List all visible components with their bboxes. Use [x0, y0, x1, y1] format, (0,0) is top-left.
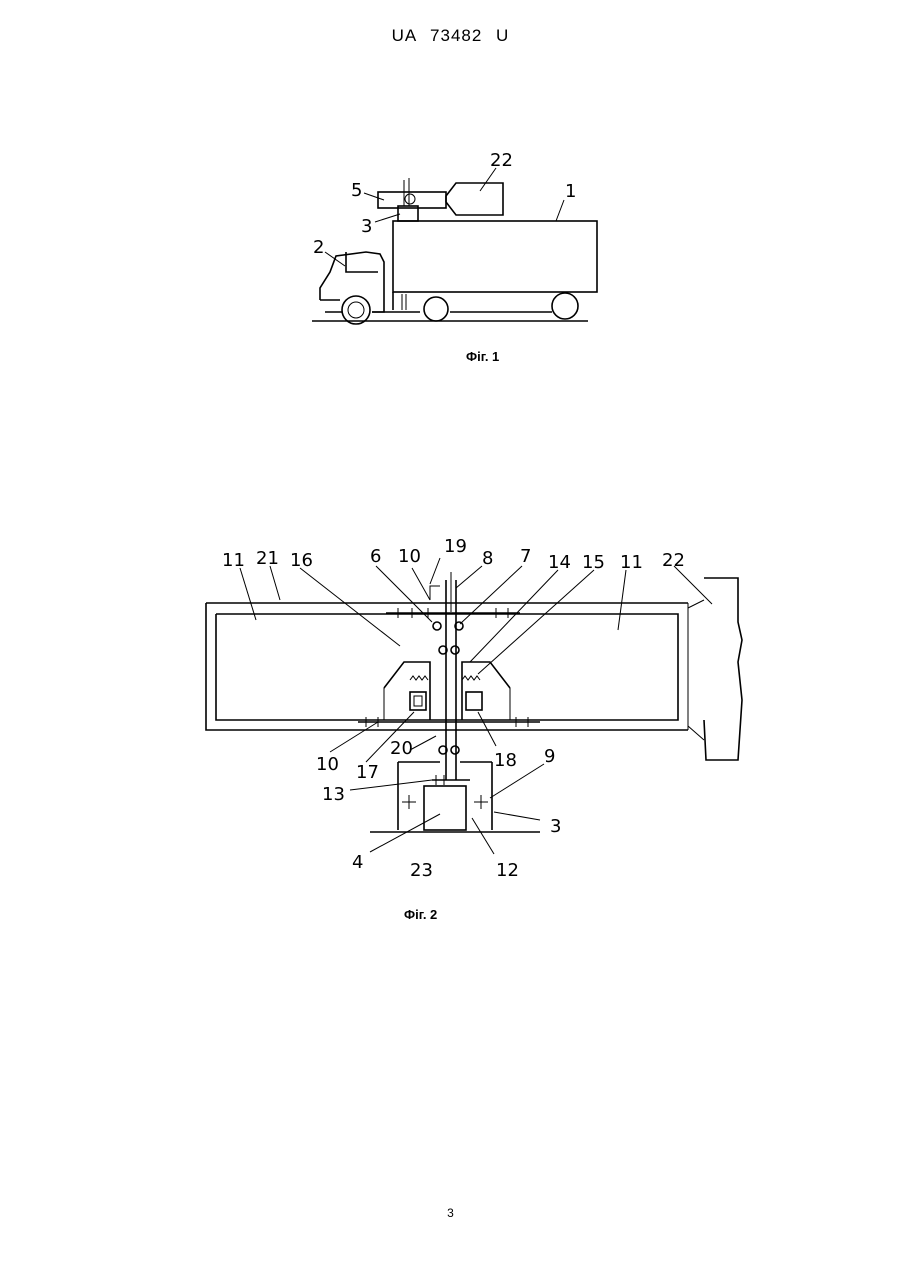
leader-12 [472, 818, 494, 854]
spring-left [410, 676, 428, 680]
cargo-body [393, 221, 597, 292]
fig1-label-3: 3 [361, 216, 372, 237]
figure-2-caption: Фіг. 2 [404, 907, 437, 922]
roller-6 [433, 622, 441, 630]
fig2-label-7: 7 [520, 546, 531, 567]
page-number: 3 [0, 1206, 901, 1220]
weight-17-inner [414, 696, 422, 706]
fig2-label-12: 12 [496, 860, 519, 881]
fig2-label-10-top: 10 [398, 546, 421, 567]
figure-1-drawing: 22 5 1 3 2 [312, 150, 597, 324]
fig2-label-18: 18 [494, 750, 517, 771]
leader-5 [364, 193, 384, 200]
fig2-label-21: 21 [256, 548, 279, 569]
fig2-label-13: 13 [322, 784, 345, 805]
fig2-label-19: 19 [444, 536, 467, 557]
lower-carriage [398, 762, 492, 830]
fig1-label-2: 2 [313, 237, 324, 258]
leader-8 [456, 566, 482, 588]
fig2-label-8: 8 [482, 548, 493, 569]
outer-frame [206, 603, 688, 730]
fig2-label-3: 3 [550, 816, 561, 837]
fig2-label-9: 9 [544, 746, 555, 767]
fig2-label-11: 11 [222, 550, 245, 571]
inner-frame [216, 614, 678, 720]
fig2-label-4: 4 [352, 852, 363, 873]
roller-20b [451, 746, 459, 754]
fig2-label-23: 23 [410, 860, 433, 881]
leader-7 [460, 566, 522, 624]
fig1-label-5: 5 [351, 180, 362, 201]
bolts-9 [402, 795, 488, 809]
bracket-19 [430, 586, 440, 600]
pulley [405, 194, 415, 204]
load-joint-1 [688, 600, 704, 608]
weight-17 [410, 692, 426, 710]
leader-22 [674, 566, 712, 604]
leader-22 [480, 168, 496, 191]
leader-4 [370, 814, 440, 852]
leader-19 [430, 558, 440, 584]
fig2-label-16: 16 [290, 550, 313, 571]
middle-wheel [424, 297, 448, 321]
figure-2-drawing: 11 21 16 6 10 19 8 7 14 15 11 22 10 20 1… [206, 536, 742, 881]
right-housing [462, 662, 510, 720]
roller-7b [451, 646, 459, 654]
leader-15 [478, 570, 594, 674]
fig2-label-6: 6 [370, 546, 381, 567]
leader-14 [470, 570, 558, 662]
left-housing [384, 662, 430, 720]
leader-10-bottom [330, 722, 378, 752]
load-block [704, 578, 742, 760]
front-wheel [342, 296, 370, 324]
leader-21 [270, 566, 280, 600]
front-wheel-hub [348, 302, 364, 318]
fig1-label-1: 1 [565, 181, 576, 202]
leader-10-top [412, 568, 430, 600]
load-joint-2 [688, 726, 704, 740]
fig2-label-10-bottom: 10 [316, 754, 339, 775]
leader-11-left [240, 568, 256, 620]
leader-3 [494, 812, 540, 820]
fig2-label-14: 14 [548, 552, 571, 573]
leader-20 [410, 736, 436, 750]
fig2-label-22: 22 [662, 550, 685, 571]
spring-right [462, 676, 480, 680]
figure-1-caption: Фіг. 1 [466, 349, 499, 364]
fig2-label-20: 20 [390, 738, 413, 759]
fig2-label-11-right: 11 [620, 552, 643, 573]
fig2-label-17: 17 [356, 762, 379, 783]
fig2-label-15: 15 [582, 552, 605, 573]
leader-11-right [618, 570, 626, 630]
leader-1 [556, 200, 564, 221]
load [446, 183, 503, 215]
motor-4 [424, 786, 466, 830]
rear-wheel [552, 293, 578, 319]
fig1-label-22: 22 [490, 150, 513, 171]
weight-18 [466, 692, 482, 710]
leader-2 [325, 252, 345, 266]
leader-18 [478, 712, 496, 746]
leader-16 [300, 568, 400, 646]
cab-window [346, 252, 378, 272]
